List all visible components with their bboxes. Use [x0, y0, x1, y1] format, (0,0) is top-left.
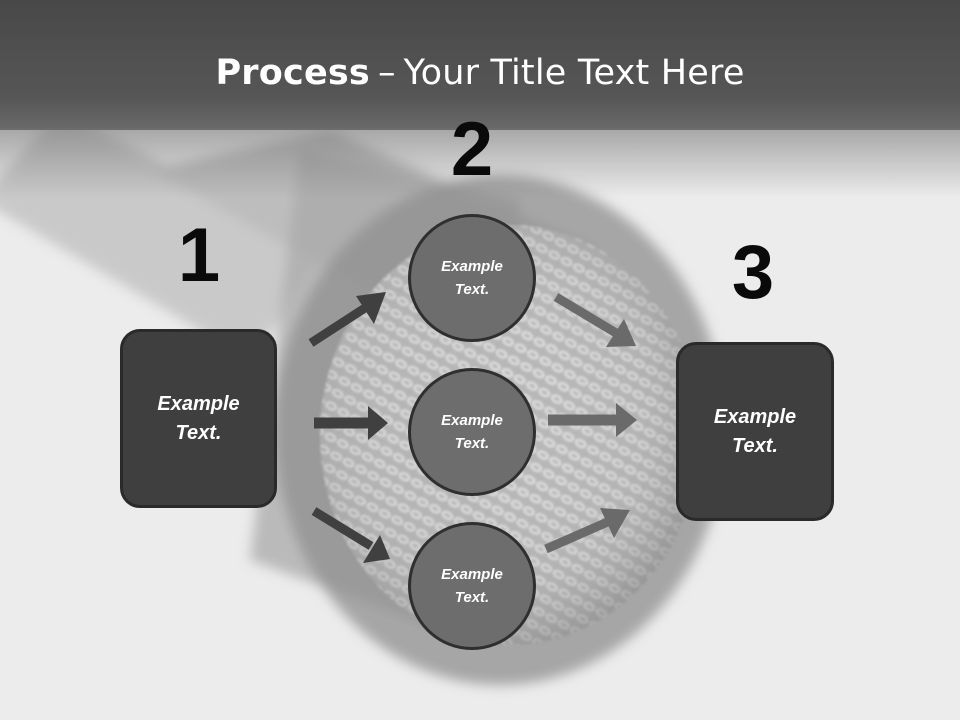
- step-number-2: 2: [450, 107, 494, 192]
- circle-text: Example Text.: [441, 258, 503, 298]
- step-1-text: Example Text.: [157, 392, 240, 444]
- slide-title: Process–Your Title Text Here: [0, 53, 960, 93]
- step-2-circle-middle: Example Text.: [408, 368, 536, 496]
- title-bar-shadow: [0, 128, 960, 198]
- step-number-1: 1: [177, 213, 221, 298]
- circle-text: Example Text.: [441, 412, 503, 452]
- step-1-box: Example Text.: [120, 329, 277, 508]
- arrow-from-middle-circle: [548, 403, 637, 437]
- step-2-circle-bottom: Example Text.: [408, 522, 536, 650]
- step-number-3: 3: [731, 230, 775, 315]
- arrow-to-top-circle: [308, 292, 386, 347]
- arrow-to-middle-circle: [314, 406, 388, 440]
- step-2-circle-top: Example Text.: [408, 214, 536, 342]
- arrow-from-bottom-circle: [544, 508, 630, 554]
- title-bar: [0, 0, 960, 130]
- circle-text: Example Text.: [441, 566, 503, 606]
- title-text: Your Title Text Here: [403, 53, 745, 93]
- step-3-text: Example Text.: [713, 405, 797, 457]
- arrow-to-bottom-circle: [311, 507, 390, 563]
- title-separator: –: [377, 53, 396, 93]
- title-bold-text: Process: [215, 53, 370, 93]
- arrow-from-top-circle: [553, 293, 636, 347]
- step-3-box: Example Text.: [676, 342, 834, 521]
